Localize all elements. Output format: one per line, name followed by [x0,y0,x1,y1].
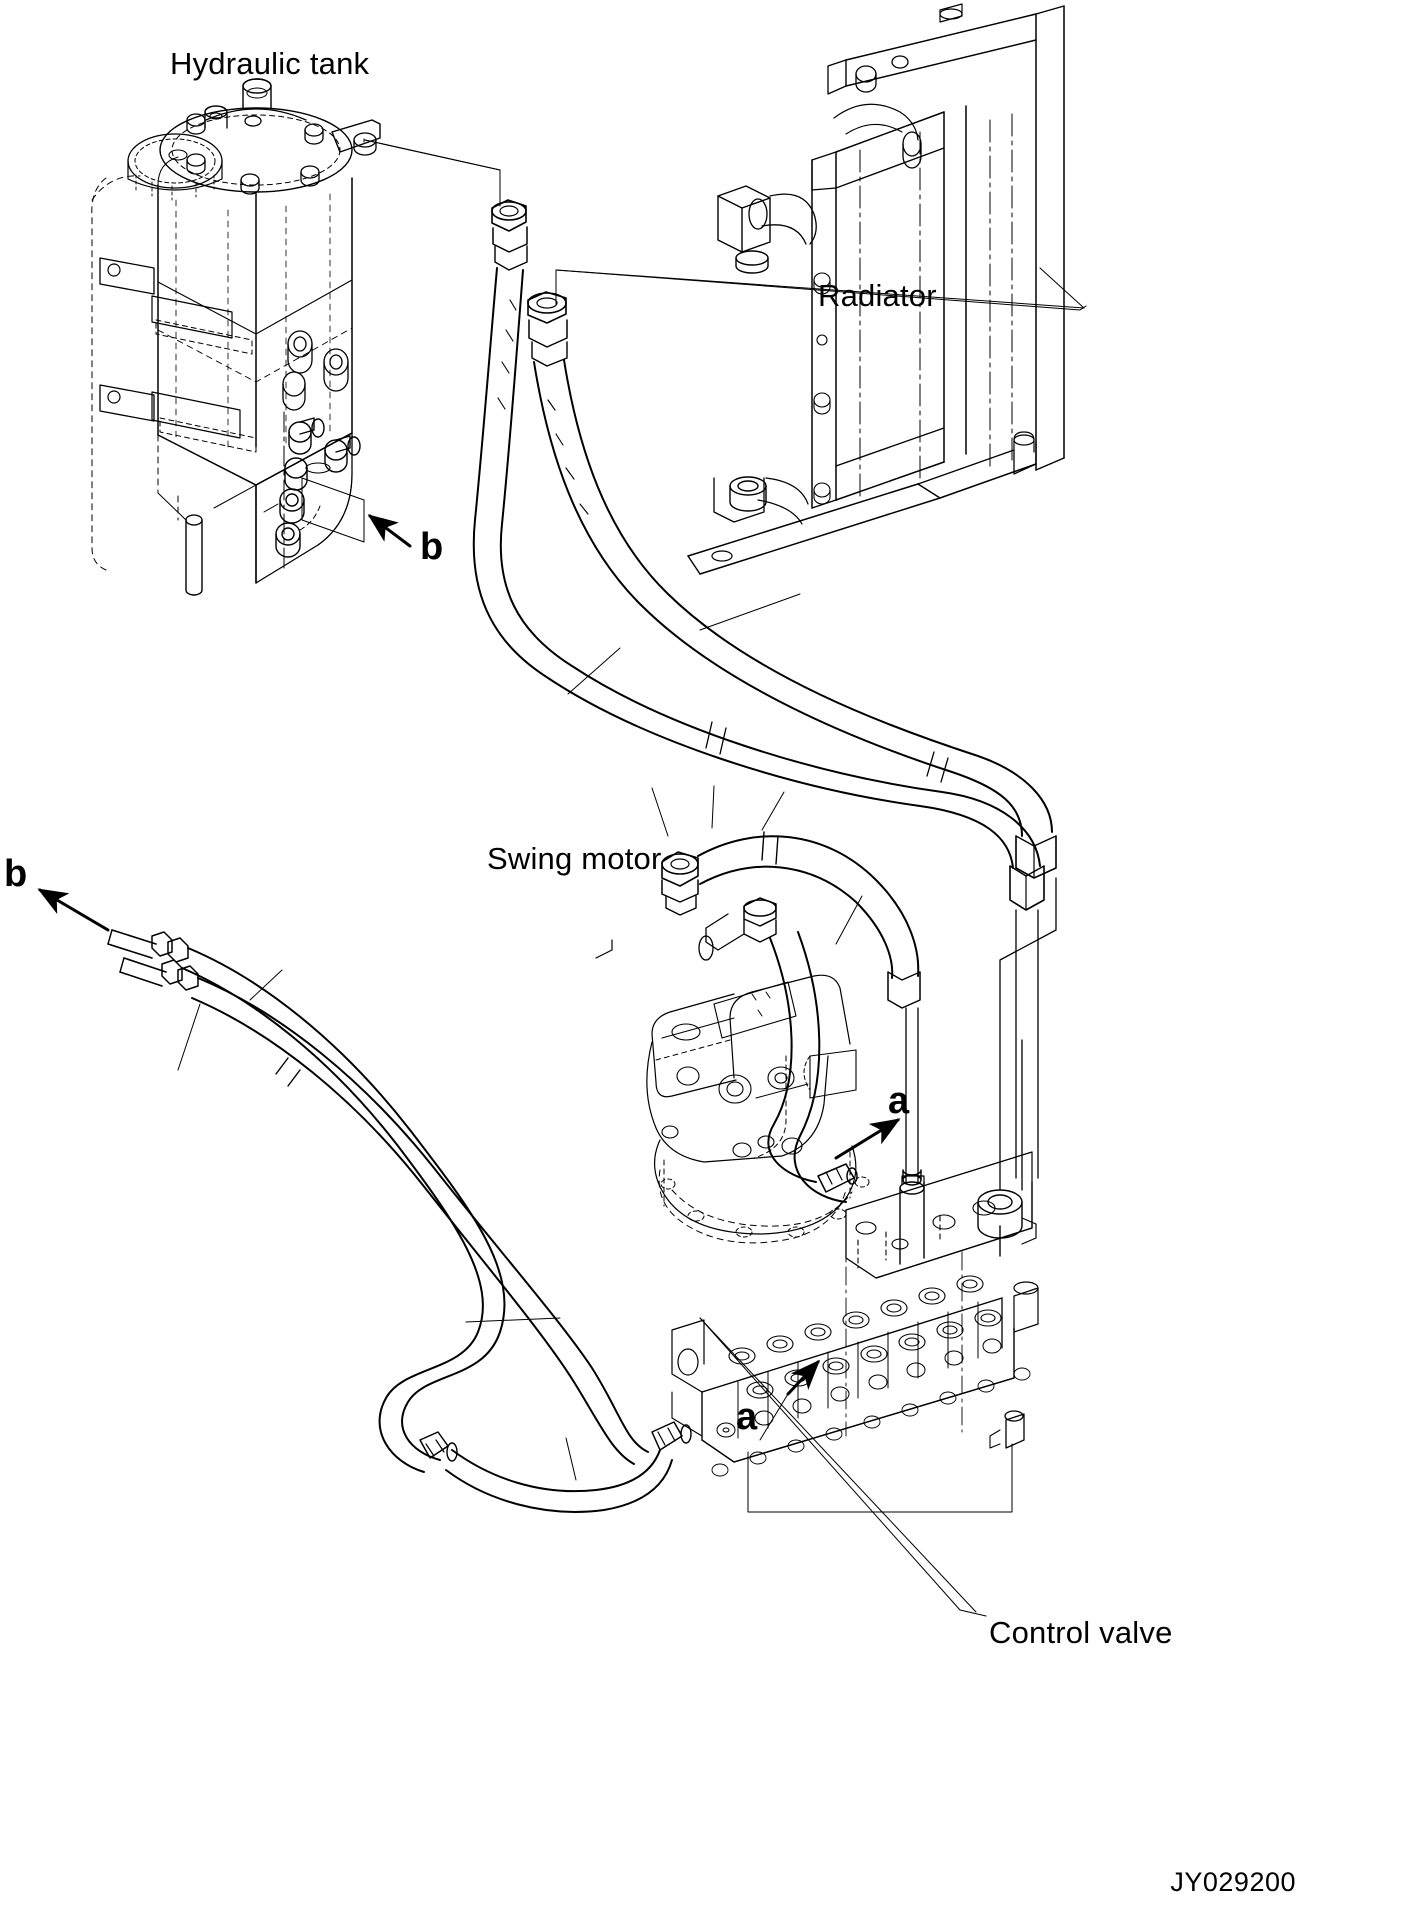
label-swing-motor: Swing motor [487,841,662,876]
section-callout-b-left: b [4,853,28,895]
drawing-number: JY029200 [1170,1867,1296,1897]
control-valve-assembly [671,1151,1039,1477]
section-a-bracket [747,1393,1013,1513]
radiator-assembly [687,3,1065,575]
hose-swing-motor-return [595,897,858,1203]
swing-motor-assembly [646,974,870,1244]
label-control-valve: Control valve [989,1615,1173,1650]
hose-tank-to-valve-long-2 [527,291,1057,1191]
section-callout-a-upper: a [888,1080,910,1122]
label-hydraulic-tank: Hydraulic tank [170,46,370,81]
hose-swing-motor-upper [661,831,925,1185]
section-callout-a-lower: a [736,1396,758,1438]
hose-pair-lower-left [107,929,692,1513]
hose-tank-to-valve-long-1 [472,199,1045,1179]
hydraulic-tank-assembly [91,78,381,596]
section-arrows [37,514,901,1396]
section-callout-b-tank: b [420,526,444,568]
label-radiator: Radiator [818,278,937,313]
leader-lines [177,138,1087,1617]
